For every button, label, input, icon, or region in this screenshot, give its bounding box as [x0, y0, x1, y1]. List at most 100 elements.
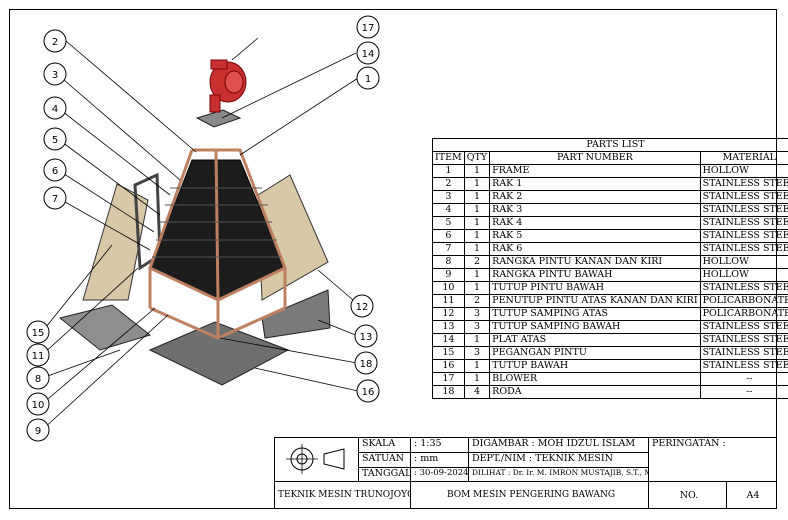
- parts-cell-material: POLICARBONATE: [699, 294, 788, 308]
- dilihat: DILIHAT : Dr. Ir. M. IMRON MUSTAJIB, S.T…: [469, 468, 649, 482]
- parts-cell-item: 18: [432, 385, 465, 399]
- parts-cell-item: 12: [432, 307, 465, 321]
- balloon-6: 6: [52, 166, 58, 177]
- parts-cell-item: 15: [432, 346, 465, 360]
- parts-cell-qty: 3: [463, 307, 491, 321]
- parts-cell-part: TUTUP PINTU BAWAH: [489, 281, 701, 295]
- parts-cell-qty: 1: [463, 359, 491, 373]
- parts-cell-material: STAINLESS STEEL: [699, 333, 788, 347]
- parts-cell-item: 2: [432, 177, 465, 191]
- parts-cell-item: 8: [432, 255, 465, 269]
- main-frame: [148, 148, 287, 340]
- satuan-label: SATUAN: [359, 453, 411, 468]
- parts-cell-qty: 1: [463, 333, 491, 347]
- parts-cell-material: STAINLESS STEEL: [699, 177, 788, 191]
- tanggal-sep: :: [414, 468, 417, 478]
- skala-value: 1:35: [420, 438, 442, 449]
- parts-cell-item: 11: [432, 294, 465, 308]
- parts-cell-qty: 1: [463, 203, 491, 217]
- parts-cell-item: 5: [432, 216, 465, 230]
- parts-cell-item: 10: [432, 281, 465, 295]
- parts-cell-material: POLICARBONATE: [699, 307, 788, 321]
- parts-cell-qty: 2: [463, 294, 491, 308]
- side-bottom-cover: [261, 289, 331, 339]
- door-bottom-cover: [58, 304, 152, 351]
- tanggal-value: 30-09-2024: [419, 468, 469, 478]
- bottom-cover-plate: [148, 321, 290, 386]
- leader-lines: [41, 37, 361, 431]
- peringatan: PERINGATAN :: [649, 438, 777, 482]
- parts-cell-material: STAINLESS STEEL: [699, 216, 788, 230]
- parts-cell-material: STAINLESS STEEL: [699, 359, 788, 373]
- parts-list-table: PARTS LIST ITEM QTY PART NUMBER MATERIAL…: [432, 138, 788, 399]
- parts-cell-part: RAK 4: [489, 216, 701, 230]
- parts-cell-item: 6: [432, 229, 465, 243]
- header-material: MATERIAL: [699, 151, 788, 165]
- parts-cell-part: RAK 5: [489, 229, 701, 243]
- parts-cell-qty: 1: [463, 164, 491, 178]
- parts-cell-qty: 2: [463, 255, 491, 269]
- header-item: ITEM: [432, 151, 465, 165]
- parts-cell-item: 16: [432, 359, 465, 373]
- parts-cell-qty: 4: [463, 385, 491, 399]
- balloon-12: 12: [356, 302, 369, 313]
- parts-cell-part: BLOWER: [489, 372, 701, 386]
- projection-symbol-icon: [286, 444, 345, 474]
- parts-cell-item: 4: [432, 203, 465, 217]
- balloon-10: 10: [32, 400, 45, 411]
- title-block: SKALA : 1:35 SATUAN : mm TANGGAL : 30-09…: [274, 437, 777, 509]
- parts-cell-material: HOLLOW: [699, 255, 788, 269]
- parts-cell-part: PLAT ATAS: [489, 333, 701, 347]
- dept-nim: DEPT./NIM : TEKNIK MESIN: [469, 453, 649, 468]
- parts-cell-part: RANGKA PINTU BAWAH: [489, 268, 701, 282]
- parts-cell-part: RODA: [489, 385, 701, 399]
- balloon-7: 7: [52, 194, 58, 205]
- parts-cell-part: TUTUP SAMPING ATAS: [489, 307, 701, 321]
- sheet-size: A4: [727, 482, 777, 509]
- balloon-8: 8: [35, 374, 41, 385]
- parts-cell-item: 9: [432, 268, 465, 282]
- balloon-17: 17: [362, 23, 375, 34]
- balloon-11: 11: [32, 351, 45, 362]
- left-door-cover: [82, 183, 149, 301]
- parts-cell-qty: 1: [463, 242, 491, 256]
- parts-cell-item: 1: [432, 164, 465, 178]
- parts-cell-material: HOLLOW: [699, 268, 788, 282]
- balloon-4: 4: [52, 104, 58, 115]
- skala-label: SKALA: [359, 438, 411, 453]
- parts-cell-part: RAK 6: [489, 242, 701, 256]
- parts-cell-item: 7: [432, 242, 465, 256]
- parts-cell-material: STAINLESS STEEL: [699, 203, 788, 217]
- parts-cell-item: 3: [432, 190, 465, 204]
- parts-cell-part: RANGKA PINTU KANAN DAN KIRI: [489, 255, 701, 269]
- parts-cell-qty: 1: [463, 372, 491, 386]
- item-balloons: [26, 15, 380, 442]
- parts-cell-material: HOLLOW: [699, 164, 788, 178]
- satuan-sep: :: [414, 453, 418, 464]
- header-part-number: PART NUMBER: [489, 151, 701, 165]
- parts-cell-material: STAINLESS STEEL: [699, 281, 788, 295]
- balloon-16: 16: [362, 387, 375, 398]
- parts-list-title: PARTS LIST: [432, 138, 788, 152]
- parts-cell-qty: 1: [463, 190, 491, 204]
- skala-sep: :: [414, 438, 418, 449]
- parts-cell-part: TUTUP SAMPING BAWAH: [489, 320, 701, 334]
- parts-cell-part: RAK 2: [489, 190, 701, 204]
- balloon-14: 14: [362, 49, 375, 60]
- parts-cell-part: PENUTUP PINTU ATAS KANAN DAN KIRI: [489, 294, 701, 308]
- parts-cell-material: --: [699, 372, 788, 386]
